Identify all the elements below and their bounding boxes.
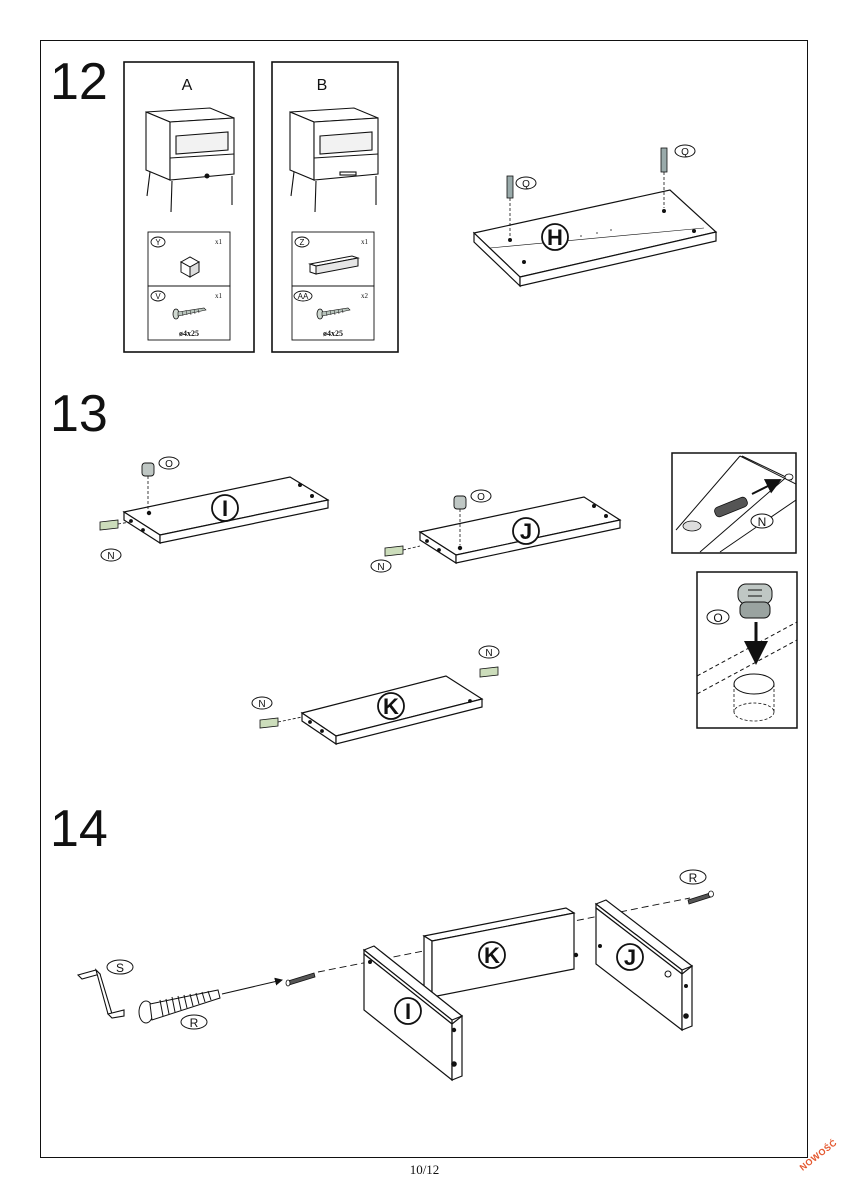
part-v-label: V [155,292,161,301]
panel-k-label: K [383,694,399,719]
dowel-icon [259,716,303,729]
dowel-icon [479,666,499,678]
pin-q-right-label: Q [681,147,689,158]
cam-o-label-2: O [477,492,485,503]
part-aa-label: AA [298,292,309,301]
panel-k-step14-label: K [484,943,500,968]
step-number-14: 14 [50,800,108,858]
screw-size-a: ø4x25 [179,329,199,338]
nightstand-a-icon [145,107,235,213]
variant-b-box: B Z x1 AA x2 ø4 [271,61,399,353]
panel-j-step14-label: J [624,945,636,970]
step-number-13: 13 [50,385,108,443]
knob-icon [179,256,201,278]
nightstand-b-icon [289,107,379,213]
variant-a-box: A Y x1 V x1 [123,61,255,353]
panel-i-label: I [222,496,228,521]
panel-h-label: H [547,225,563,250]
part-z-label: Z [300,238,305,247]
cam-lock-icon [141,462,155,510]
detail-cam-box [696,571,798,729]
allen-key-icon [76,968,125,1019]
panel-i-step14-label: I [405,999,411,1024]
connector-bolt-icon [138,977,283,1024]
pin-q-left-label: Q [522,179,530,190]
part-y-label: Y [155,238,161,247]
screw-size-b: ø4x25 [323,329,343,338]
page-number: 10/12 [409,1162,440,1177]
screw-icon [316,307,351,320]
dowel-icon [99,519,131,531]
part-y-qty: x1 [215,238,223,246]
detail-dowel-box [671,452,797,554]
detail-cam-label: O [713,611,722,625]
variant-a-title: A [182,77,193,94]
pin-q-left [506,175,514,236]
panel-j-label: J [520,519,532,544]
part-z-qty: x1 [361,238,369,246]
dowel-n-label-3: N [258,699,265,710]
screw-icon [172,307,207,320]
bolt-icon [285,972,316,987]
cam-lock-icon [453,495,467,545]
dowel-n-label-1: N [107,551,114,562]
variant-b-title: B [317,77,328,94]
handle-icon [308,255,360,275]
dowel-n-label-4: N [485,648,492,659]
dowel-icon [384,545,421,557]
bolt-r-label-1: R [190,1016,199,1030]
page-frame [40,40,808,1158]
allen-key-label: S [116,961,124,975]
detail-dowel-label: N [758,515,767,529]
dowel-n-label-2: N [377,562,384,573]
pin-q-right [660,147,668,208]
part-v-qty: x1 [215,292,223,300]
panel-h [472,189,718,288]
connector-bolt-icon [687,890,714,905]
step-number-12: 12 [50,53,108,111]
part-aa-qty: x2 [361,292,369,300]
panel-j-step14 [594,899,694,1032]
cam-o-label-1: O [165,459,173,470]
bolt-r-label-2: R [689,871,698,885]
